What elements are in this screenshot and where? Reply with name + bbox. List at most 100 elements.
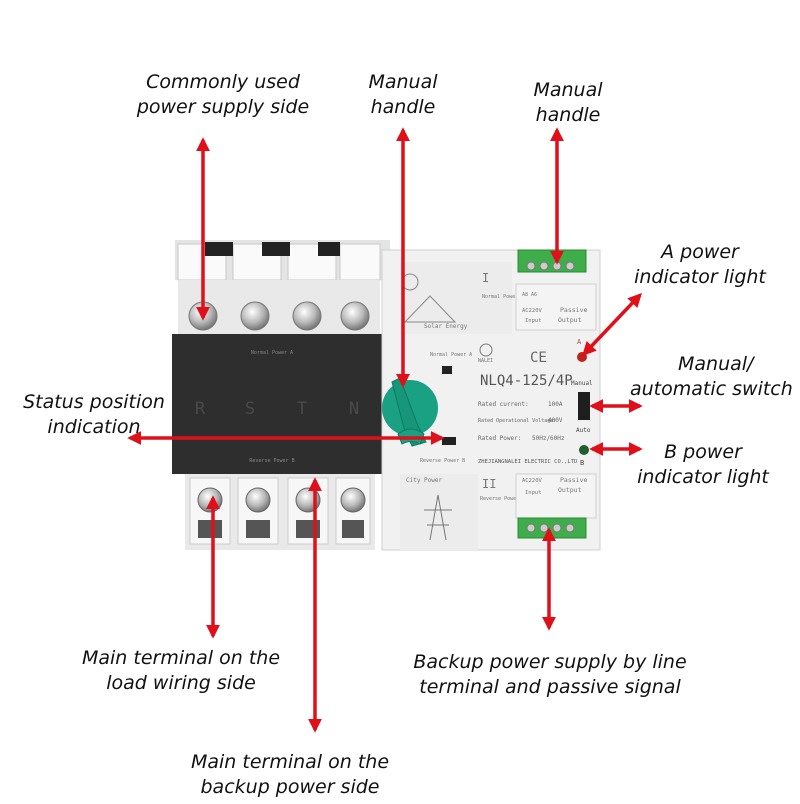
panel-label-a: Normal Power A [251, 350, 293, 356]
top-terminal-block [339, 243, 381, 281]
callout-line: handle [535, 104, 601, 126]
callout-status: Status position indication [14, 390, 174, 440]
terminal-screw [539, 261, 549, 271]
solar-panel-icon [403, 295, 457, 323]
callout-line: B power [664, 441, 742, 463]
terminal-screw [240, 301, 270, 331]
passive-box-b [515, 473, 597, 519]
status-mark-top [442, 366, 452, 374]
callout-line: Commonly used [146, 71, 300, 93]
terminal-screw [552, 523, 562, 533]
rated-current-value: 100A [548, 401, 563, 408]
city-power-label: City Power [406, 477, 443, 484]
handle-label-a: Normal Power A [430, 352, 472, 358]
terminal-screw [565, 523, 575, 533]
rated-voltage-label: Rated Operational Voltage: [478, 418, 556, 424]
callout-switch: Manual/ automatic switch [630, 352, 800, 402]
rated-voltage-value: 400V [548, 417, 563, 424]
callout-line: Status position [23, 391, 165, 413]
terminal-screw [245, 487, 271, 513]
terminal-screw [292, 301, 322, 331]
callout-common-supply: Commonly used power supply side [123, 70, 323, 120]
callout-line: A power [661, 241, 739, 263]
top-slot [262, 242, 290, 256]
brand-name: NALEI [478, 358, 493, 364]
reverse-power-label: Reverse Power B [480, 496, 525, 502]
callout-line: indicator light [634, 266, 766, 288]
input-label: Input [525, 490, 542, 496]
callout-line: indication [47, 416, 141, 438]
manufacturer: ZHEJIANGNALEI ELECTRIC CO.,LTD [478, 459, 577, 465]
auto-label: Auto [576, 427, 591, 434]
callout-line: Manual [533, 79, 603, 101]
terminal-screw [539, 523, 549, 533]
callout-line: Manual [368, 71, 438, 93]
callout-line: handle [370, 96, 436, 118]
callout-manual-handle-1: Manual handle [343, 70, 463, 120]
led-b-label: B [580, 459, 584, 467]
callout-line: load wiring side [106, 672, 256, 694]
callout-line: backup power side [200, 776, 380, 798]
passive-label: Passive [560, 306, 587, 314]
terminal-screw [340, 301, 370, 331]
model-number: NLQ4-125/4P [480, 373, 573, 389]
callout-line: Main terminal on the [190, 751, 390, 773]
callout-arrows [127, 127, 643, 733]
callout-backup-signal: Backup power supply by line terminal and… [400, 650, 700, 700]
terminal-screw [526, 523, 536, 533]
phase-letter: R [195, 399, 206, 419]
callout-line: power supply side [136, 96, 310, 118]
roman-numeral-1: I [482, 271, 489, 285]
callout-b-power: B power indicator light [628, 440, 778, 490]
status-mark-bottom [442, 437, 456, 445]
terminal-screw [526, 261, 536, 271]
passive-label: Passive [560, 476, 587, 484]
callout-backup-terminal: Main terminal on the backup power side [175, 750, 405, 800]
output-label: Output [558, 316, 582, 324]
terminal-marks: A8 A6 [522, 292, 537, 298]
rated-power-label: Rated Power: [478, 435, 521, 442]
phase-letter: N [349, 399, 359, 419]
callout-a-power: A power indicator light [630, 240, 770, 290]
rated-current-label: Rated current: [478, 401, 529, 408]
callout-manual-handle-2: Manual handle [508, 78, 628, 128]
callout-line: indicator light [637, 466, 769, 488]
callout-line: terminal and passive signal [419, 676, 681, 698]
manual-label: Manual [571, 380, 593, 387]
top-slot [205, 242, 233, 256]
ac220v-label: AC220V [522, 478, 543, 484]
rated-power-value: 50Hz/60Hz [532, 435, 565, 442]
transfer-switch: R S T N Normal Power A Reverse Power B I… [172, 240, 601, 551]
terminal-screw [340, 487, 366, 513]
normal-power-label: Normal Power A [482, 294, 524, 300]
callout-load-terminal: Main terminal on the load wiring side [66, 646, 296, 696]
terminal-screw [197, 487, 223, 513]
b-power-led [579, 445, 589, 455]
phase-letter: T [297, 399, 307, 419]
ce-mark: CE [530, 350, 547, 366]
led-a-label: A [577, 338, 582, 346]
wire-clamp [246, 520, 270, 538]
manual-auto-switch[interactable] [578, 392, 590, 420]
handle-label-b: Reverse Power B [420, 458, 465, 464]
output-label: Output [558, 486, 582, 494]
callout-line: Manual/ [678, 353, 754, 375]
terminal-screw [565, 261, 575, 271]
callout-line: Backup power supply by line [413, 651, 687, 673]
input-label: Input [525, 318, 542, 324]
callout-line: Main terminal on the [81, 647, 281, 669]
arrow-a-power [582, 292, 642, 357]
wire-clamp [342, 520, 364, 538]
callout-line: automatic switch [630, 378, 793, 400]
top-slot [318, 242, 340, 256]
terminal-screw [552, 261, 562, 271]
brand-logo-icon [479, 343, 493, 357]
ac220v-label: AC220V [522, 308, 543, 314]
wire-clamp [198, 520, 222, 538]
black-panel [172, 334, 382, 474]
panel-label-b: Reverse Power B [249, 458, 294, 464]
roman-numeral-2: II [482, 477, 496, 491]
label-reverse-b [400, 474, 478, 550]
